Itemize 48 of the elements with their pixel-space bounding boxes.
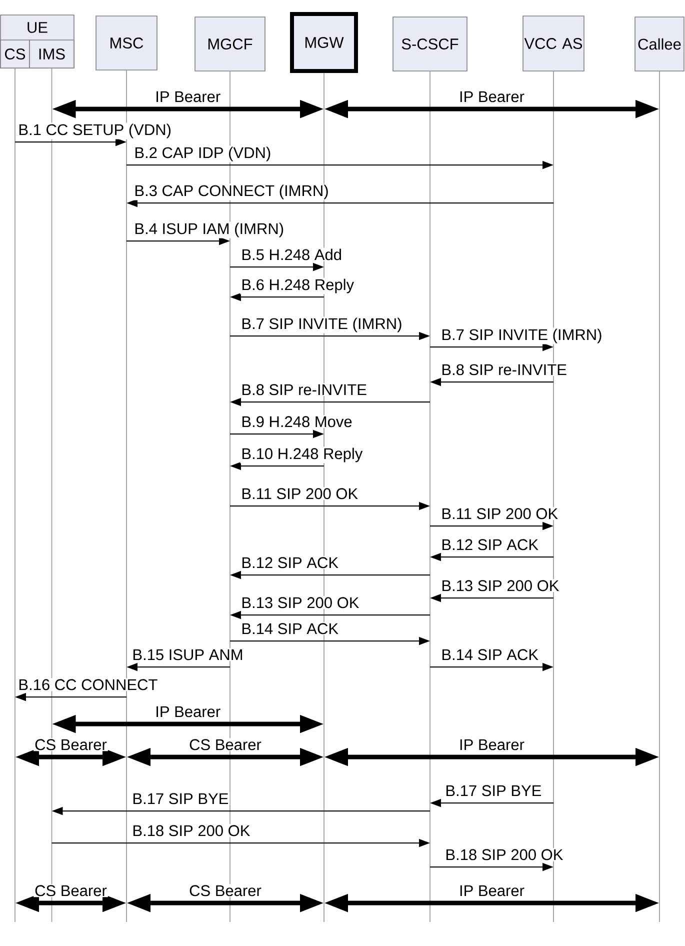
edge-label: B.14 SIP ACK xyxy=(240,622,340,636)
participant-box: IMS xyxy=(29,40,74,68)
participant-box: Callee xyxy=(634,16,684,72)
edge-label: B.14 SIP ACK xyxy=(440,648,540,662)
lifeline xyxy=(659,71,660,922)
edge-label: IP Bearer xyxy=(154,705,222,718)
edge-label: B.2 CAP IDP (VDN) xyxy=(133,146,272,162)
lifeline xyxy=(126,70,127,922)
edge-label: CS Bearer xyxy=(188,884,262,898)
edge-label: B.18 SIP 200 OK xyxy=(131,824,252,838)
participant-box: MGCF xyxy=(194,16,266,72)
participant-box: S-CSCF xyxy=(392,16,468,72)
edge-label: CS Bearer xyxy=(34,884,108,898)
edge-label: B.5 H.248 Add xyxy=(240,248,344,262)
edge-label: B.4 ISUP IAM (IMRN) xyxy=(133,222,286,238)
lifeline xyxy=(51,68,52,922)
participant-box: MGW xyxy=(290,12,358,73)
participant-box: CS xyxy=(0,40,30,68)
participant-box: VCC AS xyxy=(522,16,584,72)
edge-label: B.15 ISUP ANM xyxy=(131,648,244,662)
edge-label: B.12 SIP ACK xyxy=(440,538,540,552)
edge-label: IP Bearer xyxy=(154,90,222,104)
lifeline xyxy=(14,68,16,922)
edge-label: B.3 CAP CONNECT (IMRN) xyxy=(133,184,330,200)
edge-label: B.1 CC SETUP (VDN) xyxy=(17,122,172,140)
edge-label: B.11 SIP 200 OK xyxy=(440,507,560,520)
edge-label: B.9 H.248 Move xyxy=(240,415,354,428)
edge-label: IP Bearer xyxy=(458,90,526,104)
edge-label: B.16 CC CONNECT xyxy=(17,678,159,692)
participant-box: MSC xyxy=(96,16,158,70)
edge-label: CS Bearer xyxy=(34,738,108,752)
edge-label: CS Bearer xyxy=(188,738,262,752)
edge-label: B.17 SIP BYE xyxy=(131,792,230,806)
edge-label: IP Bearer xyxy=(458,884,526,898)
edge-label: B.10 H.248 Reply xyxy=(240,446,364,464)
edge-label: B.7 SIP INVITE (IMRN) xyxy=(440,328,604,344)
edge-label: B.17 SIP BYE xyxy=(444,784,543,798)
edge-label: B.11 SIP 200 OK xyxy=(240,487,360,500)
lifeline xyxy=(553,71,554,922)
edge-label: B.7 SIP INVITE (IMRN) xyxy=(240,316,404,334)
edge-label: B.18 SIP 200 OK xyxy=(444,848,564,862)
edge-label: B.12 SIP ACK xyxy=(240,556,340,570)
edge-label: B.13 SIP 200 OK xyxy=(440,579,560,592)
edge-label: B.8 SIP re-INVITE xyxy=(440,363,568,376)
edge-label: B.6 H.248 Reply xyxy=(240,278,356,294)
edge-label: IP Bearer xyxy=(458,738,526,752)
edge-label: B.8 SIP re-INVITE xyxy=(240,383,368,396)
edge-label: B.13 SIP 200 OK xyxy=(240,596,360,610)
